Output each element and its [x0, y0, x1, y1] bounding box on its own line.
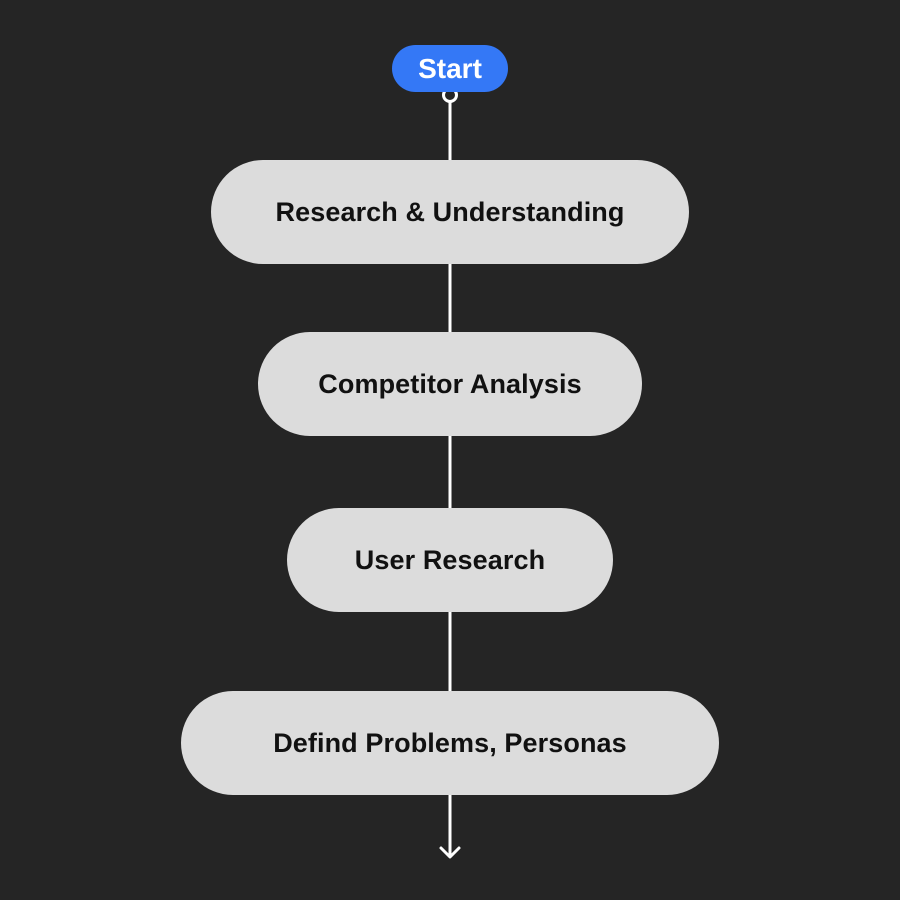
step-node-user-research[interactable]: User Research	[287, 508, 613, 612]
step-node-competitor-analysis[interactable]: Competitor Analysis	[258, 332, 642, 436]
step-node-define-problems-personas[interactable]: Defind Problems, Personas	[181, 691, 719, 795]
step-node-research-understanding[interactable]: Research & Understanding	[211, 160, 689, 264]
arrow-down-icon	[439, 846, 461, 859]
step-node-label: User Research	[354, 544, 546, 575]
start-node-label: Start	[418, 52, 482, 84]
start-node[interactable]: Start	[392, 45, 508, 92]
step-node-label: Defind Problems, Personas	[273, 727, 627, 758]
step-node-label: Research & Understanding	[275, 196, 625, 227]
step-node-label: Competitor Analysis	[318, 368, 582, 399]
